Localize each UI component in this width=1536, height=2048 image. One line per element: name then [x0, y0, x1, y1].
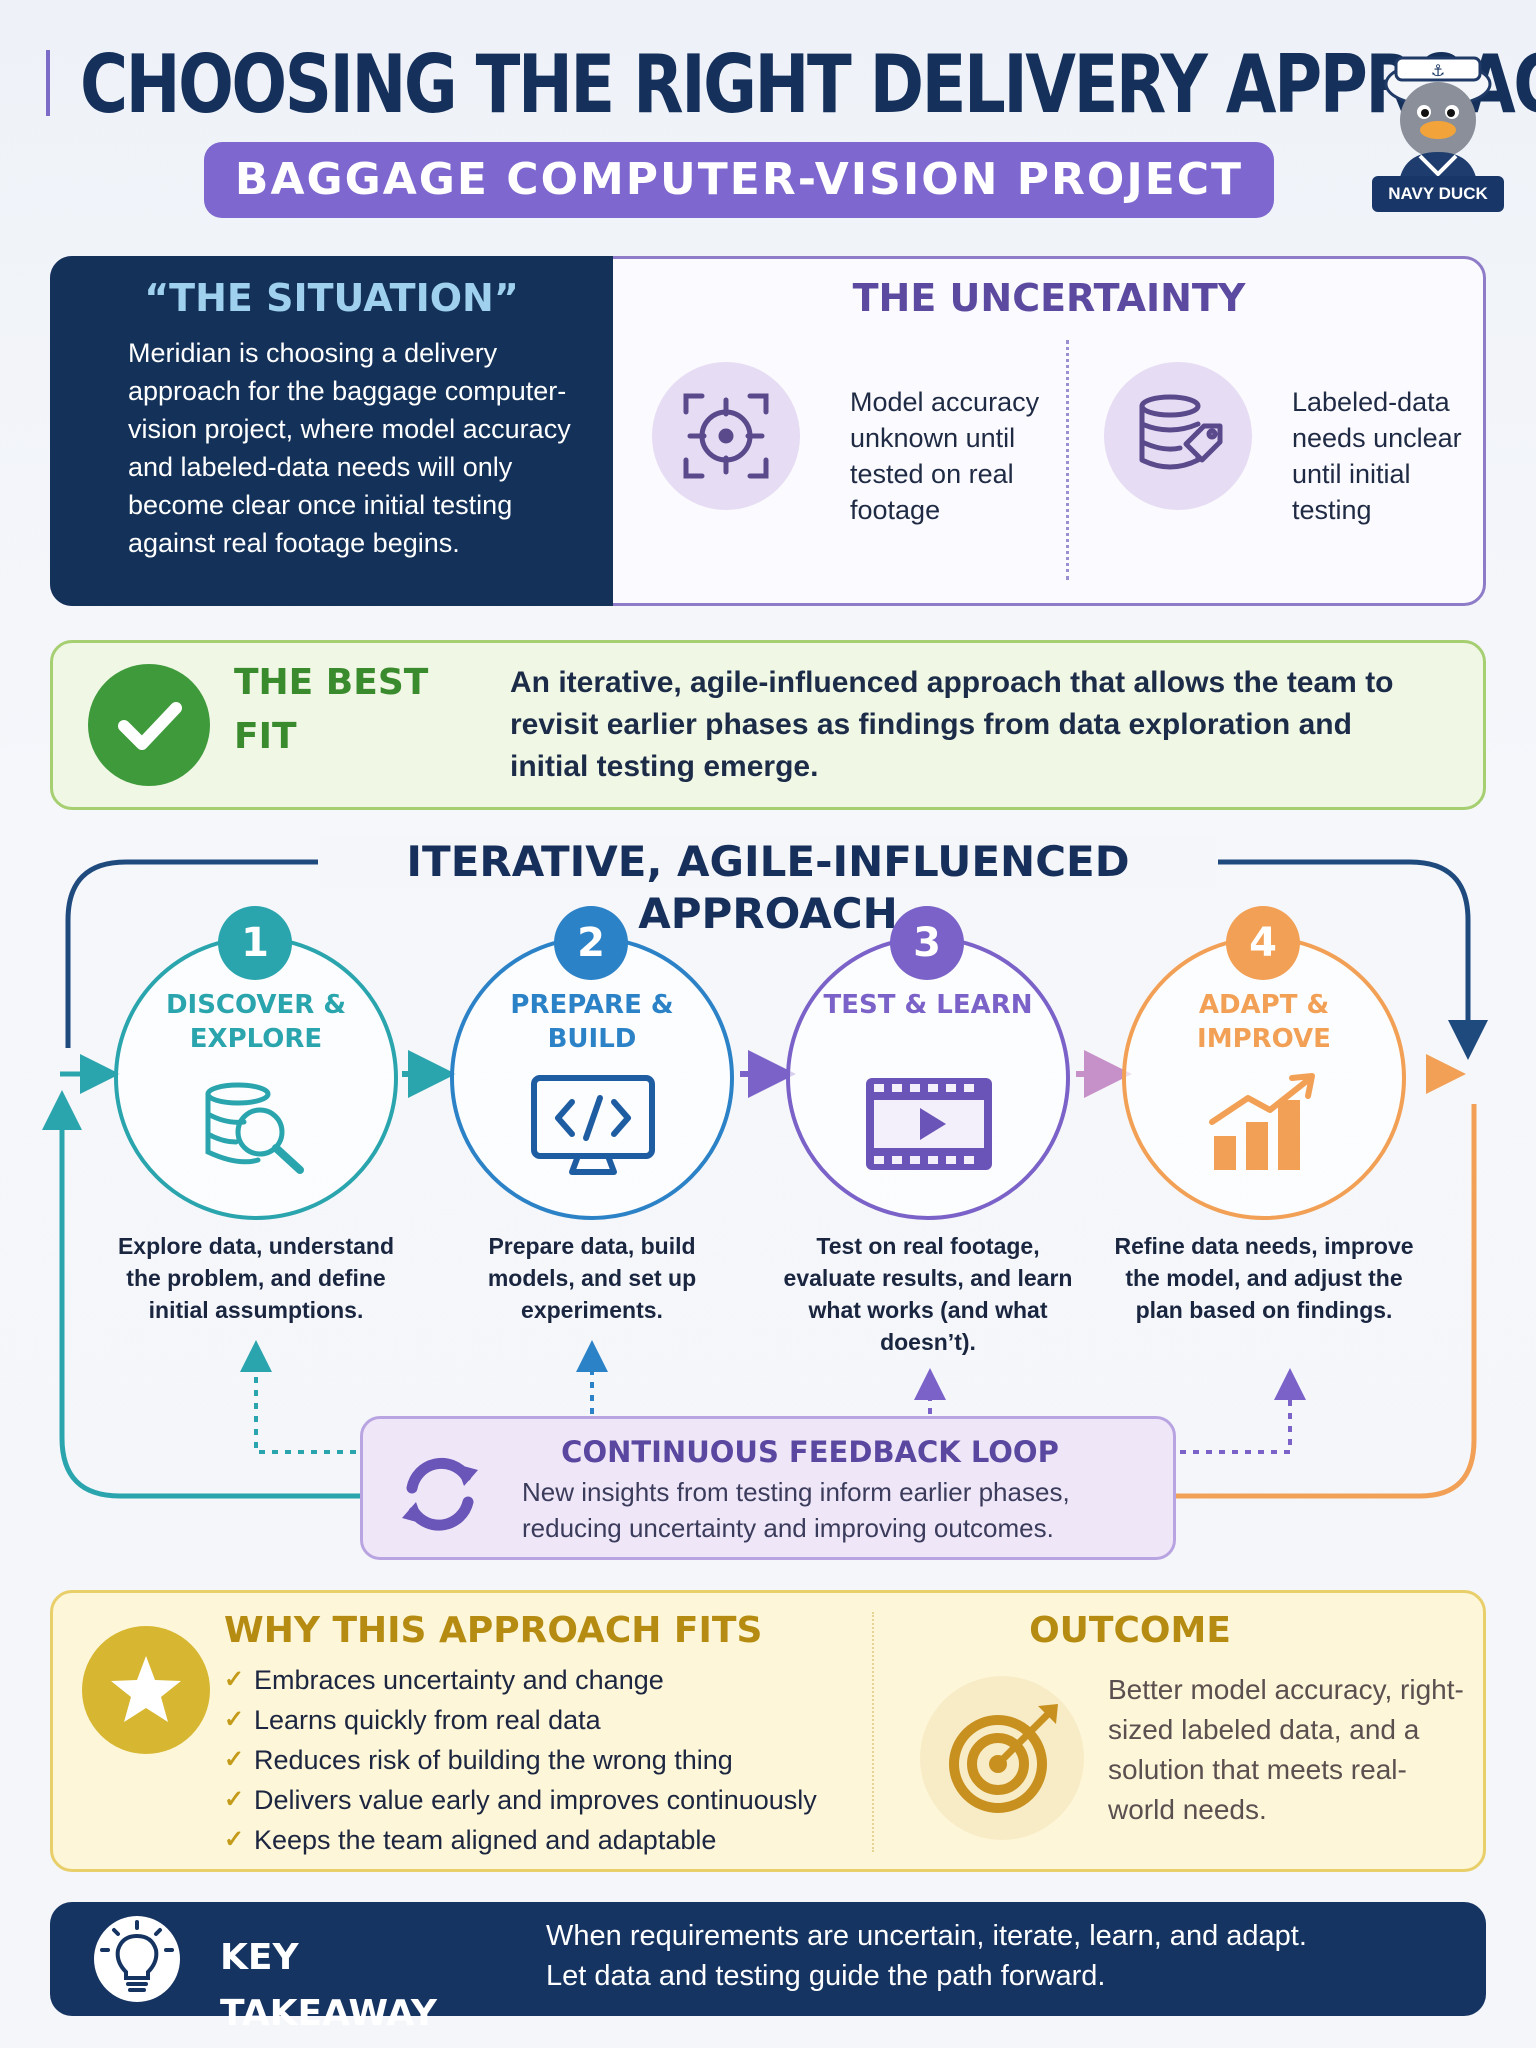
feedback-loop-panel [360, 1416, 1176, 1560]
checkmark-icon: ✓ [224, 1706, 245, 1733]
list-item: ✓Learns quickly from real data [224, 1700, 844, 1740]
checkmark-icon: ✓ [224, 1666, 245, 1693]
uncertainty-divider [1066, 340, 1069, 580]
checkmark-icon: ✓ [224, 1786, 245, 1813]
uncertainty-title: THE UNCERTAINTY [852, 276, 1246, 320]
list-item: ✓Embraces uncertainty and change [224, 1660, 844, 1700]
feedback-loop-title: CONTINUOUS FEEDBACK LOOP [561, 1435, 1059, 1469]
iterative-title: ITERATIVE, AGILE-INFLUENCED APPROACH [320, 836, 1216, 938]
why-fits-list: ✓Embraces uncertainty and change ✓Learns… [224, 1660, 844, 1860]
growth-chart-icon [1209, 1073, 1315, 1170]
list-item: ✓Reduces risk of building the wrong thin… [224, 1740, 844, 1780]
outcome-title: OUTCOME [1029, 1610, 1231, 1651]
code-monitor-icon [531, 1075, 655, 1175]
key-takeaway-title: KEY TAKEAWAY [220, 1937, 437, 2034]
step-description: Refine data needs, improve the model, an… [1114, 1233, 1414, 1323]
mascot-label: NAVY DUCK [1372, 176, 1504, 212]
data-search-icon [205, 1082, 304, 1174]
database-tag-icon [1139, 394, 1223, 470]
step-description: Explore data, understand the problem, an… [117, 1233, 395, 1323]
step-label: TEST & LEARN [823, 990, 1033, 1020]
key-takeaway-text: When requirements are uncertain, iterate… [546, 1916, 1446, 1996]
step-label: DISCOVER & EXPLORE [165, 990, 347, 1054]
star-icon [82, 1626, 210, 1754]
list-item: ✓Keeps the team aligned and adaptable [224, 1820, 844, 1860]
feedback-loop-text: New insights from testing inform earlier… [522, 1477, 1070, 1543]
step-number: 2 [554, 906, 628, 980]
situation-panel [50, 256, 613, 606]
section-divider [872, 1612, 874, 1852]
checkmark-icon: ✓ [224, 1746, 245, 1773]
why-fits-title: WHY THIS APPROACH FITS [224, 1610, 763, 1651]
step-label: PREPARE & BUILD [510, 990, 674, 1054]
key-takeaway-panel [50, 1902, 1486, 2016]
uncertainty-icon-circle [1104, 362, 1252, 510]
best-fit-panel [50, 640, 1486, 810]
page-subtitle: BAGGAGE COMPUTER-VISION PROJECT [204, 142, 1274, 218]
step-label: ADAPT & IMPROVE [1197, 990, 1331, 1054]
svg-text:⚓: ⚓ [1431, 61, 1445, 80]
refresh-cycle-icon [402, 1457, 478, 1531]
step-number: 4 [1226, 906, 1300, 980]
step-number: 1 [218, 906, 292, 980]
why-fits-panel [50, 1590, 1486, 1872]
uncertainty-text-1: Model accuracy unknown until tested on r… [850, 387, 1040, 525]
situation-title: “THE SITUATION” [144, 276, 519, 320]
key-takeaway-line: When requirements are uncertain, iterate… [546, 1920, 1307, 1952]
best-fit-text: An iterative, agile-influenced approach … [510, 666, 1394, 783]
key-takeaway-line: Let data and testing guide the path forw… [546, 1960, 1106, 1992]
step-number: 3 [890, 906, 964, 980]
lightbulb-icon [94, 1916, 180, 2002]
uncertainty-icon-circle [652, 362, 800, 510]
crosshair-icon [683, 393, 769, 479]
step-description: Test on real footage, evaluate results, … [783, 1233, 1073, 1355]
check-icon [88, 664, 210, 786]
target-icon [920, 1676, 1084, 1840]
title-accent-bar [46, 50, 50, 116]
step-description: Prepare data, build models, and set up e… [487, 1233, 697, 1323]
uncertainty-text-2: Labeled-data needs unclear until initial… [1292, 387, 1462, 525]
outcome-text: Better model accuracy, right-sized label… [1108, 1674, 1464, 1825]
situation-text: Meridian is choosing a delivery approach… [128, 338, 571, 558]
page-title: CHOOSING THE RIGHT DELIVERY APPROACH [80, 38, 1536, 131]
film-play-icon [866, 1078, 992, 1170]
best-fit-title: THE BEST FIT [234, 662, 429, 757]
navy-duck-mascot: ⚓ [1384, 56, 1492, 194]
list-item: ✓Delivers value early and improves conti… [224, 1780, 844, 1820]
iteration-loop-arrows [42, 859, 1488, 1499]
checkmark-icon: ✓ [224, 1826, 245, 1853]
